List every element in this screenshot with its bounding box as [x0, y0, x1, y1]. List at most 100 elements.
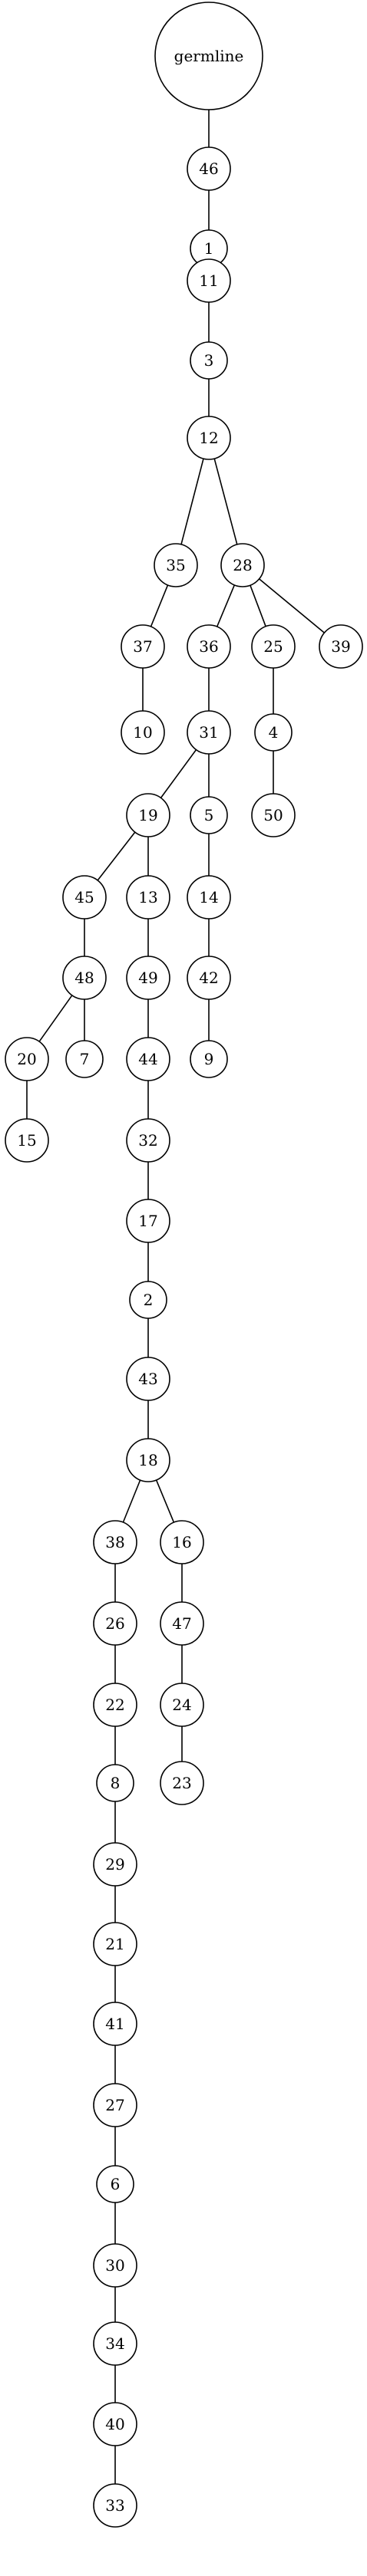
node-47: 47	[160, 1601, 204, 1646]
node-label: 17	[138, 1212, 157, 1230]
node-5: 5	[190, 796, 228, 834]
node-circle	[126, 793, 170, 837]
node-16: 16	[160, 1520, 204, 1564]
edge-12-28	[213, 458, 238, 545]
node-11: 11	[187, 258, 231, 303]
edge-12-35	[180, 458, 204, 545]
edge-48-20	[38, 995, 73, 1042]
node-42: 42	[187, 956, 231, 1000]
node-circle	[93, 1922, 137, 1966]
node-30: 30	[93, 2243, 137, 2288]
node-46: 46	[187, 146, 231, 191]
node-18: 18	[126, 1438, 170, 1482]
node-label: 36	[199, 637, 218, 656]
node-40: 40	[93, 2402, 137, 2446]
node-circle	[93, 2002, 137, 2046]
node-label: 23	[172, 1774, 191, 1792]
node-circle	[190, 341, 228, 380]
edge-18-16	[155, 1479, 175, 1523]
node-9: 9	[190, 1040, 228, 1078]
node-circle	[65, 1040, 104, 1078]
node-label: 35	[166, 556, 185, 574]
node-circle	[160, 1761, 204, 1805]
node-label: 34	[105, 2334, 124, 2353]
node-label: 50	[263, 806, 283, 824]
node-label: 9	[204, 1050, 214, 1068]
node-circle	[126, 1357, 170, 1401]
node-38: 38	[93, 1520, 137, 1564]
node-8: 8	[96, 1764, 134, 1802]
node-germline: germline	[154, 2, 263, 110]
node-label: 21	[105, 1935, 124, 1953]
node-label: 12	[199, 429, 218, 447]
node-circle	[93, 2321, 137, 2366]
node-7: 7	[65, 1040, 104, 1078]
node-2: 2	[129, 1281, 167, 1319]
node-19: 19	[126, 793, 170, 837]
edge-35-37	[150, 584, 169, 627]
node-label: 7	[80, 1050, 90, 1068]
node-label: 47	[172, 1614, 191, 1633]
node-label: 13	[138, 888, 157, 906]
node-label: 42	[199, 969, 218, 987]
tree-edges	[26, 110, 325, 2484]
node-label: 29	[105, 1855, 124, 1874]
node-circle	[126, 1037, 170, 1081]
node-label: 19	[138, 806, 157, 824]
node-label: 11	[199, 271, 218, 290]
node-label: 18	[138, 1451, 157, 1469]
node-circle	[93, 2243, 137, 2288]
node-circle	[187, 710, 231, 755]
node-label: 33	[105, 2496, 124, 2515]
node-15: 15	[5, 1118, 49, 1163]
node-circle	[187, 624, 231, 669]
node-label: 4	[269, 723, 279, 742]
node-label: 44	[138, 1050, 157, 1068]
node-label: 38	[105, 1533, 124, 1551]
node-circle	[93, 1683, 137, 1727]
node-circle	[62, 875, 107, 920]
node-label: 30	[105, 2256, 124, 2275]
node-label: 45	[74, 888, 94, 906]
node-circle	[93, 1842, 137, 1887]
node-label: 5	[204, 806, 214, 824]
node-circle	[190, 1040, 228, 1078]
edge-28-39	[259, 578, 325, 633]
edge-19-45	[97, 831, 136, 881]
node-circle	[254, 713, 293, 752]
node-41: 41	[93, 2002, 137, 2046]
node-circle	[93, 1520, 137, 1564]
node-label: 40	[105, 2415, 124, 2433]
edge-31-19	[160, 749, 197, 798]
node-circle	[154, 2, 263, 110]
node-circle	[187, 258, 231, 303]
node-22: 22	[93, 1683, 137, 1727]
node-label: 8	[111, 1774, 121, 1792]
node-circle	[129, 1281, 167, 1319]
node-25: 25	[251, 624, 296, 669]
node-33: 33	[93, 2483, 137, 2528]
node-label: 24	[172, 1696, 191, 1714]
node-circle	[5, 1037, 49, 1081]
node-circle	[126, 1118, 170, 1163]
node-label: 3	[204, 351, 214, 370]
node-39: 39	[319, 624, 363, 669]
node-label: 49	[138, 969, 157, 987]
node-label: 32	[138, 1131, 157, 1150]
node-label: 48	[74, 969, 94, 987]
node-label: 28	[233, 556, 252, 574]
node-circle	[93, 1601, 137, 1646]
node-12: 12	[187, 416, 231, 460]
node-34: 34	[93, 2321, 137, 2366]
node-circle	[251, 624, 296, 669]
node-circle	[160, 1520, 204, 1564]
node-circle	[160, 1601, 204, 1646]
node-50: 50	[251, 793, 296, 837]
node-label: 20	[17, 1050, 36, 1068]
node-10: 10	[121, 710, 165, 755]
node-21: 21	[93, 1922, 137, 1966]
node-label: 31	[199, 723, 218, 742]
node-17: 17	[126, 1199, 170, 1243]
node-36: 36	[187, 624, 231, 669]
